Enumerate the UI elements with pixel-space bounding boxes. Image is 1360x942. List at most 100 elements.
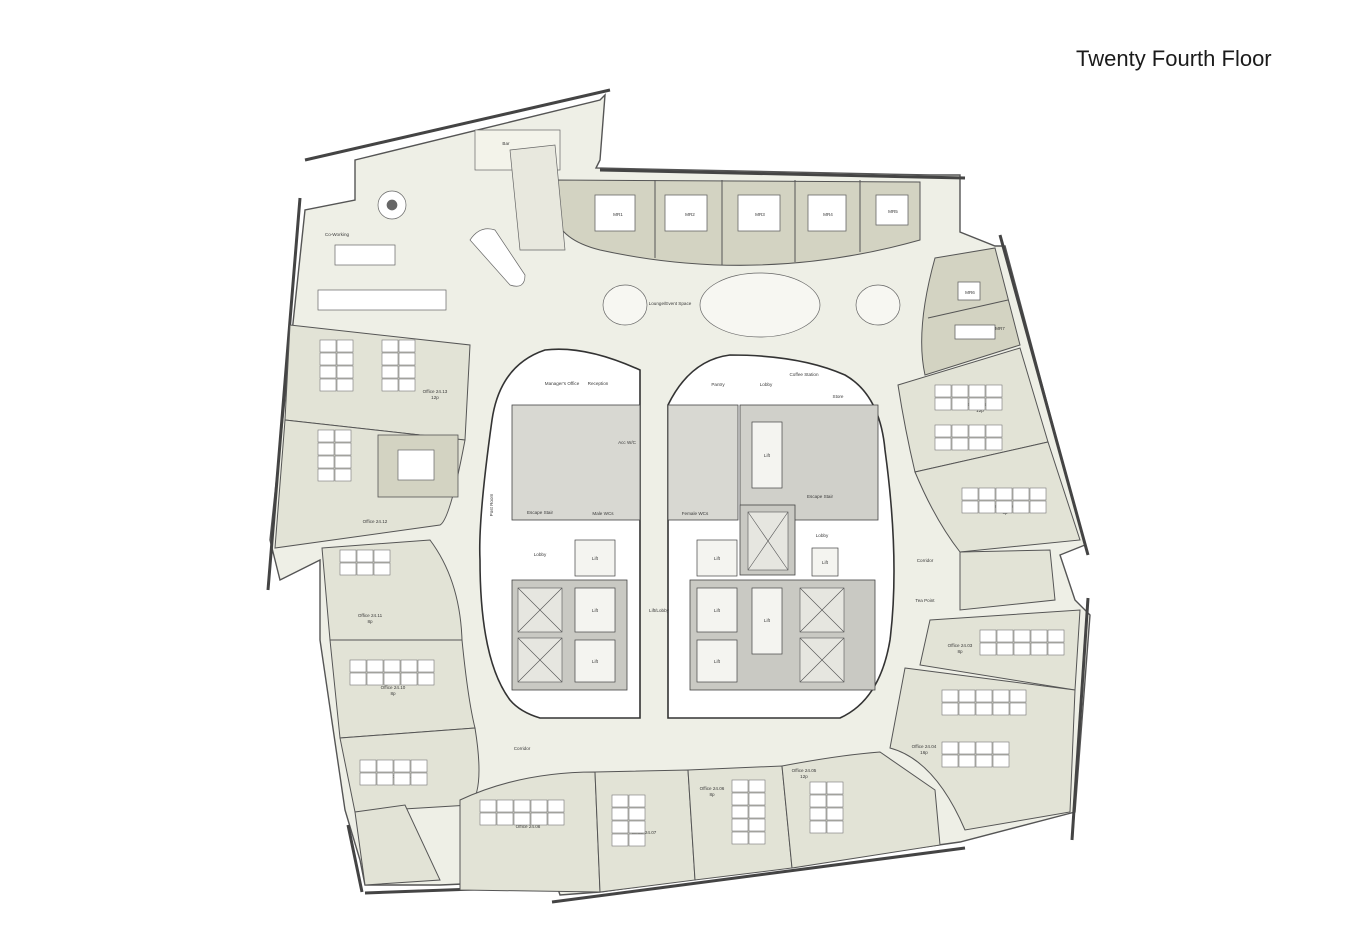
lift-label-2: Lift bbox=[592, 608, 599, 613]
desk bbox=[992, 754, 1010, 768]
lounge-label: Lounge/Event Space bbox=[649, 301, 692, 306]
desk bbox=[319, 339, 337, 353]
office-2405 bbox=[781, 751, 941, 869]
desk bbox=[941, 702, 959, 716]
desk bbox=[317, 429, 335, 443]
desk bbox=[968, 384, 986, 398]
desk bbox=[985, 437, 1003, 451]
desk bbox=[513, 799, 531, 813]
desk bbox=[985, 384, 1003, 398]
lift-label-8: Lift bbox=[764, 618, 771, 623]
desk bbox=[992, 741, 1010, 755]
desk bbox=[809, 820, 827, 834]
lift-label-6: Lift bbox=[714, 659, 721, 664]
desk bbox=[826, 781, 844, 795]
corridor-label: Corridor bbox=[514, 746, 531, 751]
desk bbox=[611, 794, 629, 808]
desk bbox=[1029, 487, 1047, 501]
desk bbox=[951, 424, 969, 438]
desk bbox=[513, 812, 531, 826]
desk bbox=[628, 820, 646, 834]
desk bbox=[826, 807, 844, 821]
desk bbox=[1012, 487, 1030, 501]
desk bbox=[366, 659, 384, 673]
desk-clusters bbox=[317, 339, 1065, 847]
desk bbox=[398, 365, 416, 379]
desk bbox=[349, 672, 367, 686]
desk bbox=[1030, 642, 1048, 656]
meeting-rooms-north: MR1 MR2 MR3 MR4 MR5 bbox=[554, 179, 921, 266]
desk bbox=[1013, 642, 1031, 656]
office-2404-label: Office 24.04 bbox=[912, 744, 937, 749]
mr3-label: MR3 bbox=[755, 212, 765, 217]
desk bbox=[748, 831, 766, 845]
desk bbox=[809, 781, 827, 795]
desk bbox=[628, 794, 646, 808]
desk bbox=[393, 759, 411, 773]
central-core: Lift Lift Lift Lift Lift Lift Lift Lift … bbox=[478, 348, 895, 719]
desk bbox=[934, 397, 952, 411]
lounge-furniture bbox=[317, 129, 901, 338]
desk bbox=[934, 437, 952, 451]
desk bbox=[398, 339, 416, 353]
desk bbox=[985, 397, 1003, 411]
curtain-wall-se bbox=[1070, 597, 1090, 841]
desk bbox=[992, 702, 1010, 716]
desk bbox=[731, 805, 749, 819]
escape-stair-west-label: Escape Stair bbox=[527, 510, 554, 515]
desk bbox=[334, 468, 352, 482]
desk bbox=[1047, 629, 1065, 643]
desk bbox=[381, 378, 399, 392]
desk bbox=[996, 629, 1014, 643]
desk bbox=[381, 352, 399, 366]
lift-label-4: Lift bbox=[714, 556, 721, 561]
mr2-label: MR2 bbox=[685, 212, 695, 217]
desk bbox=[968, 437, 986, 451]
desk bbox=[731, 818, 749, 832]
curtain-wall-sw bbox=[346, 824, 364, 893]
desk bbox=[975, 702, 993, 716]
office-2405-label: Office 24.05 bbox=[792, 768, 817, 773]
mr6-label: MR6 bbox=[965, 290, 975, 295]
curtain-wall-nw bbox=[304, 88, 611, 162]
escape-stair-east-label: Escape Stair bbox=[807, 494, 834, 499]
offices-south: Office 24.08 Office 24.07 Office 24.06 8… bbox=[459, 751, 941, 893]
office-2406-label: Office 24.06 bbox=[700, 786, 725, 791]
female-wcs-label: Female WCs bbox=[682, 511, 709, 516]
desk bbox=[951, 397, 969, 411]
desk bbox=[359, 759, 377, 773]
curtain-wall-w bbox=[266, 197, 302, 591]
office-2413-cap: 12p bbox=[431, 395, 439, 400]
desk bbox=[319, 352, 337, 366]
desk bbox=[941, 741, 959, 755]
desk bbox=[356, 562, 374, 576]
desk bbox=[985, 424, 1003, 438]
mr5-label: MR5 bbox=[888, 209, 898, 214]
desk bbox=[748, 779, 766, 793]
desk bbox=[968, 397, 986, 411]
office-2403-label: Office 24.03 bbox=[948, 643, 973, 648]
desk bbox=[941, 754, 959, 768]
desk bbox=[748, 805, 766, 819]
desk bbox=[381, 339, 399, 353]
desk bbox=[334, 429, 352, 443]
desk bbox=[979, 629, 997, 643]
desk bbox=[334, 455, 352, 469]
male-wcs-label: Male WCs bbox=[592, 511, 614, 516]
desk bbox=[961, 500, 979, 514]
mr1-label: MR1 bbox=[613, 212, 623, 217]
lift-label-9: Lift bbox=[822, 560, 829, 565]
desk bbox=[951, 384, 969, 398]
desk bbox=[381, 365, 399, 379]
post-room-label: Post Room bbox=[489, 493, 494, 516]
desk bbox=[339, 549, 357, 563]
desk bbox=[398, 378, 416, 392]
offices-west: Office 24.13 12p Office 24.12 Office 24.… bbox=[274, 324, 480, 886]
desk bbox=[547, 799, 565, 813]
desk bbox=[809, 807, 827, 821]
coffee-station-label: Coffee Station bbox=[789, 372, 818, 377]
desk bbox=[995, 487, 1013, 501]
curtain-wall-ne bbox=[599, 168, 966, 180]
desk bbox=[748, 792, 766, 806]
corridor-east-label: Corridor bbox=[917, 558, 934, 563]
